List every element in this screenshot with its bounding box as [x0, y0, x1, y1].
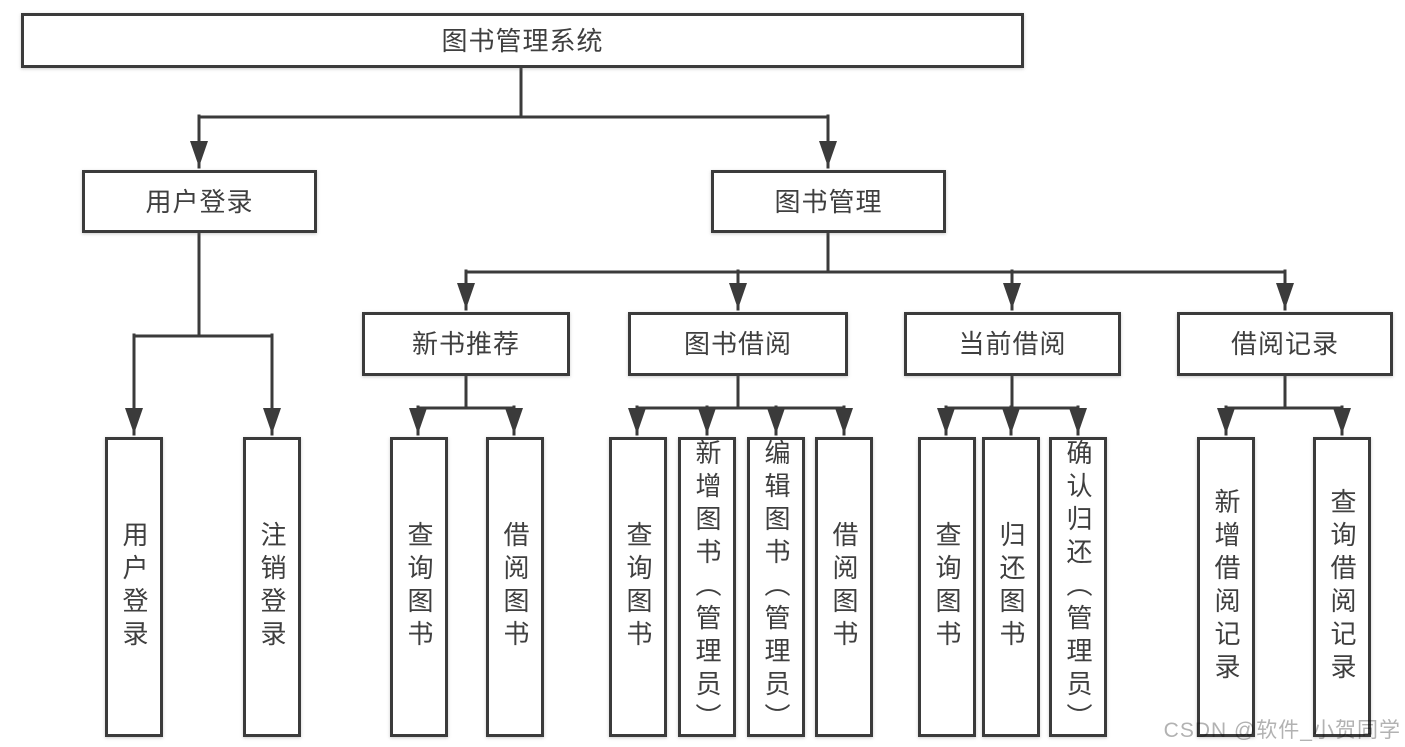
node-book-management-label: 图书管理 — [774, 186, 883, 217]
leaf-nb-query-books-label: 查询图书 — [404, 521, 434, 653]
node-new-book-recommend: 新书推荐 — [362, 312, 570, 376]
leaf-br-add-record: 新增借阅记录 — [1197, 437, 1255, 737]
leaf-cb-confirm-return-admin-label: 确认归还（管理员） — [1063, 438, 1093, 736]
leaf-cb-return-books-label: 归还图书 — [996, 521, 1026, 653]
node-borrow-record: 借阅记录 — [1177, 312, 1393, 376]
leaf-cb-confirm-return-admin: 确认归还（管理员） — [1049, 437, 1107, 737]
leaf-bb-query-books-label: 查询图书 — [623, 521, 653, 653]
leaf-user-login-label: 用户登录 — [119, 521, 149, 653]
leaf-nb-query-books: 查询图书 — [390, 437, 448, 737]
leaf-br-query-record: 查询借阅记录 — [1313, 437, 1371, 737]
leaf-cb-return-books: 归还图书 — [982, 437, 1040, 737]
leaf-br-query-record-label: 查询借阅记录 — [1327, 488, 1357, 686]
node-book-borrow: 图书借阅 — [628, 312, 848, 376]
leaf-bb-edit-books-admin: 编辑图书（管理员） — [747, 437, 805, 737]
leaf-logout: 注销登录 — [243, 437, 301, 737]
leaf-bb-borrow-books: 借阅图书 — [815, 437, 873, 737]
csdn-watermark: CSDN @软件_小贺同学 — [1163, 719, 1401, 742]
leaf-nb-borrow-books: 借阅图书 — [486, 437, 544, 737]
node-root: 图书管理系统 — [21, 13, 1024, 68]
node-user-login: 用户登录 — [82, 170, 317, 233]
node-current-borrow-label: 当前借阅 — [958, 329, 1067, 359]
leaf-logout-label: 注销登录 — [257, 521, 287, 653]
node-user-login-label: 用户登录 — [145, 186, 254, 217]
leaf-bb-add-books-admin: 新增图书（管理员） — [678, 437, 736, 737]
node-root-label: 图书管理系统 — [441, 25, 604, 56]
leaf-nb-borrow-books-label: 借阅图书 — [500, 521, 530, 653]
node-book-management: 图书管理 — [711, 170, 946, 233]
leaf-br-add-record-label: 新增借阅记录 — [1211, 488, 1241, 686]
node-current-borrow: 当前借阅 — [904, 312, 1121, 376]
leaf-bb-query-books: 查询图书 — [609, 437, 667, 737]
node-new-book-recommend-label: 新书推荐 — [411, 329, 520, 359]
leaf-cb-query-books: 查询图书 — [918, 437, 976, 737]
leaf-cb-query-books-label: 查询图书 — [932, 521, 962, 653]
node-book-borrow-label: 图书借阅 — [683, 329, 792, 359]
leaf-bb-edit-books-admin-label: 编辑图书（管理员） — [761, 438, 791, 736]
node-borrow-record-label: 借阅记录 — [1230, 329, 1339, 359]
leaf-bb-add-books-admin-label: 新增图书（管理员） — [692, 438, 722, 736]
leaf-user-login: 用户登录 — [105, 437, 163, 737]
leaf-bb-borrow-books-label: 借阅图书 — [829, 521, 859, 653]
